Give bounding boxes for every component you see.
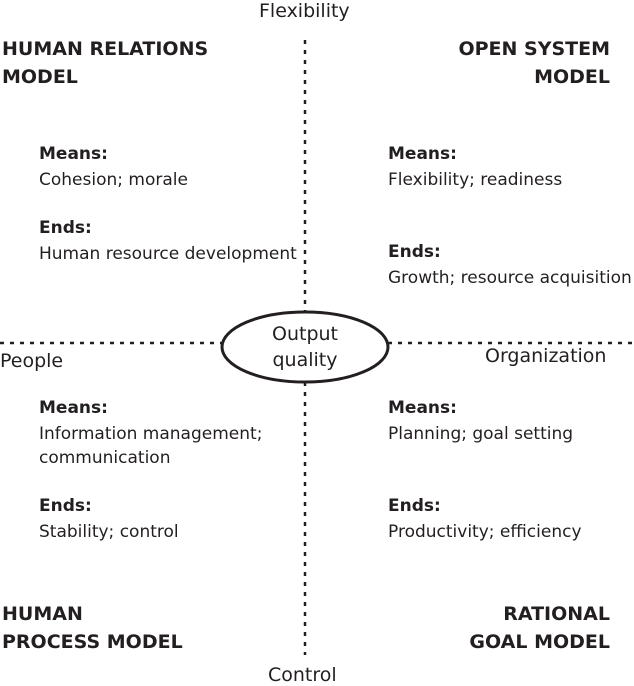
model-title-line2: MODEL [534,66,610,88]
means-text: Cohesion; morale [39,170,188,190]
ends-heading: Ends: [39,496,92,516]
ends-text: Stability; control [39,522,179,542]
center-label-line1: Output [272,323,338,345]
center-label: Output quality [222,312,388,382]
axis-label-right: Organization [485,345,607,367]
center-label-line2: quality [272,349,338,371]
model-title-line1: HUMAN RELATIONS [2,38,209,60]
model-title-line2: GOAL MODEL [469,631,610,653]
model-title-human-relations: HUMAN RELATIONS MODEL [2,35,208,91]
model-title-rational-goal: RATIONAL GOAL MODEL [469,600,610,656]
means-heading: Means: [39,398,108,418]
model-title-line1: HUMAN [2,603,83,625]
model-title-line1: RATIONAL [503,603,610,625]
means-text: Planning; goal setting [388,424,574,444]
means-text-line1: Information management; [39,424,263,444]
center-ellipse [220,310,390,384]
means-text: Flexibility; readiness [388,170,563,190]
means-heading: Means: [388,398,457,418]
means-heading: Means: [388,144,457,164]
ends-heading: Ends: [388,496,441,516]
model-title-line2: MODEL [2,66,78,88]
means-text-line2: communication [39,448,171,468]
axis-label-bottom: Control [268,664,337,686]
ends-text: Growth; resource acquisition [388,268,632,288]
model-title-line1: OPEN SYSTEM [458,38,610,60]
ends-text: Productivity; efficiency [388,522,582,542]
means-heading: Means: [39,144,108,164]
axis-label-top: Flexibility [259,0,350,22]
model-title-human-process: HUMAN PROCESS MODEL [2,600,183,656]
model-title-line2: PROCESS MODEL [2,631,183,653]
axis-label-left: People [0,350,64,372]
ends-heading: Ends: [388,242,441,262]
ends-heading: Ends: [39,218,92,238]
ends-text: Human resource development [39,244,297,264]
model-title-open-system: OPEN SYSTEM MODEL [458,35,610,91]
